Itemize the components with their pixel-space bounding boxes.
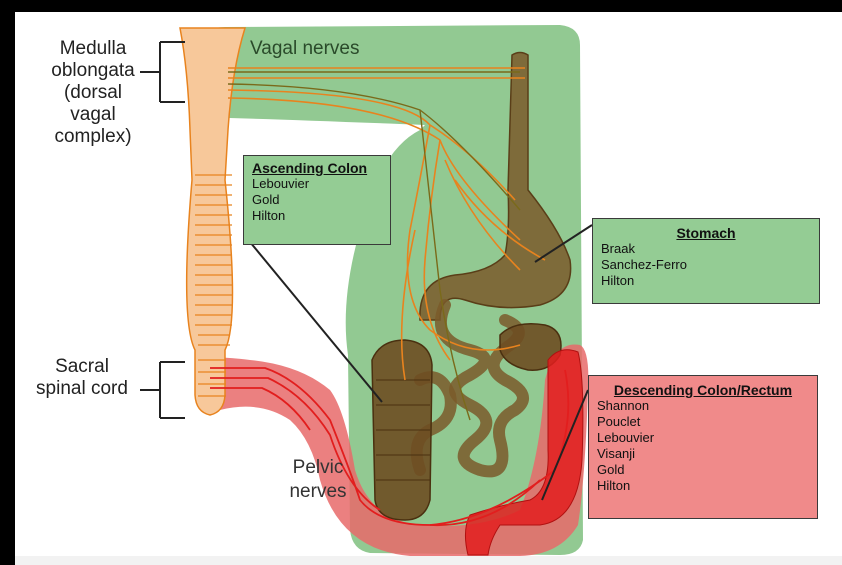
- bottom-border: [15, 556, 842, 565]
- stomach-item-2: Sanchez-Ferro: [601, 257, 811, 273]
- medulla-line-2: oblongata: [38, 60, 148, 82]
- descending-item-4: Visanji: [597, 446, 809, 462]
- medulla-line-5: complex): [38, 126, 148, 148]
- stomach-title: Stomach: [601, 225, 811, 241]
- sacral-line-1: Sacral: [22, 356, 142, 378]
- descending-colon-box: Descending Colon/Rectum Shannon Pouclet …: [588, 375, 818, 519]
- stomach-item-1: Braak: [601, 241, 811, 257]
- pelvic-line-2: nerves: [278, 480, 358, 504]
- vagal-nerves-label: Vagal nerves: [250, 38, 360, 60]
- medulla-label: Medulla oblongata (dorsal vagal complex): [38, 38, 148, 148]
- sacral-line-2: spinal cord: [22, 378, 142, 400]
- ascending-item-1: Lebouvier: [252, 176, 382, 192]
- top-border: [0, 0, 842, 12]
- descending-item-1: Shannon: [597, 398, 809, 414]
- left-border: [0, 0, 15, 565]
- ascending-colon-box: Ascending Colon Lebouvier Gold Hilton: [243, 155, 391, 245]
- ascending-item-3: Hilton: [252, 208, 382, 224]
- descending-item-5: Gold: [597, 462, 809, 478]
- medulla-line-1: Medulla: [38, 38, 148, 60]
- pelvic-line-1: Pelvic: [278, 456, 358, 480]
- descending-item-2: Pouclet: [597, 414, 809, 430]
- medulla-line-3: (dorsal: [38, 82, 148, 104]
- ascending-colon-title: Ascending Colon: [252, 160, 382, 176]
- medulla-line-4: vagal: [38, 104, 148, 126]
- pelvic-nerves-label: Pelvic nerves: [278, 456, 358, 504]
- stomach-box: Stomach Braak Sanchez-Ferro Hilton: [592, 218, 820, 304]
- stomach-item-3: Hilton: [601, 273, 811, 289]
- sacral-label: Sacral spinal cord: [22, 356, 142, 400]
- descending-colon-title: Descending Colon/Rectum: [597, 382, 809, 398]
- descending-item-3: Lebouvier: [597, 430, 809, 446]
- descending-item-6: Hilton: [597, 478, 809, 494]
- ascending-item-2: Gold: [252, 192, 382, 208]
